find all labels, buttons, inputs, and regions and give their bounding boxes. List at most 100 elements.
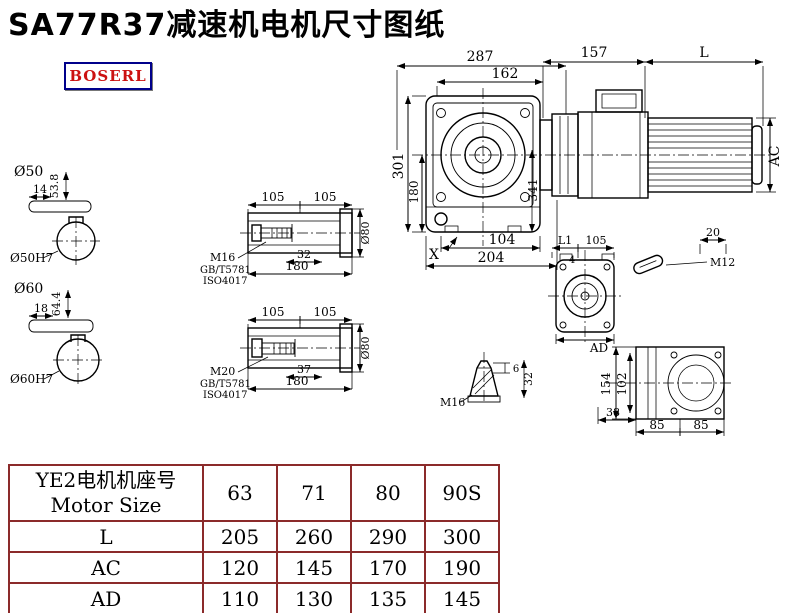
cell-value: 120: [202, 551, 278, 584]
m12-label: M12: [710, 256, 735, 269]
bolt-hole: [436, 108, 446, 118]
bolt-hole: [670, 351, 678, 359]
dim-32-label: 32: [522, 372, 535, 386]
output-bore-circle: [464, 136, 502, 174]
key-inner-line: [639, 260, 657, 268]
bore-circle: [677, 364, 715, 402]
bolt-threads: [273, 343, 292, 354]
bore-leader: [43, 370, 60, 380]
shaft50-bore-label: Ø50H7: [10, 251, 53, 265]
bolt-leader: [237, 241, 267, 259]
shaft-d50-view: Ø50 14 53.8 Ø50H7: [10, 164, 100, 265]
shaft60-bore-label: Ø60H7: [10, 372, 53, 386]
dim-14-label: 14: [33, 183, 47, 196]
boserl-logo: BOSERL: [64, 62, 152, 90]
row-label: L: [8, 520, 204, 553]
cell-value: 190: [424, 551, 500, 584]
frame-size-63: 63: [202, 464, 278, 522]
bolt-shank: [260, 227, 292, 239]
bolt-hole: [436, 192, 446, 202]
breather-plug-view: 6 32 M16: [440, 352, 535, 409]
bolt-hole: [520, 108, 530, 118]
fin-lines: [648, 123, 752, 187]
shaft-d60-view: Ø60 18 64.4 Ø60H7: [10, 281, 103, 386]
dim-180-label: 180: [286, 259, 309, 273]
m16-label: M16: [440, 396, 465, 409]
output-side-view: L1 105 4 AD 20 M12: [548, 226, 735, 355]
dim-85-left-label: 85: [649, 418, 664, 432]
frame-size-90s: 90S: [424, 464, 500, 522]
dim-287-label: 287: [467, 49, 494, 65]
hollow-shaft-m16-view: 105 105 M16 GB/T5781 ISO4017 32 180 Ø80: [200, 190, 372, 287]
bolt-shank: [261, 342, 295, 355]
key-shape: [633, 254, 664, 275]
dim-204-label: 204: [478, 250, 505, 266]
dim-AC-label: AC: [767, 146, 783, 168]
shaft50-label: Ø50: [14, 164, 43, 180]
key-profile: [28, 200, 92, 213]
bolt-leader: [237, 356, 269, 373]
dim-85-right-label: 85: [693, 418, 708, 432]
bore-lines: [248, 335, 340, 361]
cell-value: 145: [424, 582, 500, 613]
dim-6-label: 6: [513, 364, 519, 375]
m12-leader: [665, 261, 708, 266]
key-outline: [633, 254, 664, 275]
bolt-hole: [559, 263, 567, 271]
plug-base: [467, 395, 501, 403]
dim-18-label: 18: [34, 302, 48, 315]
key-profile: [28, 319, 94, 333]
bolt-hole: [714, 351, 722, 359]
dim-AD-label: AD: [589, 341, 608, 355]
dim-157-label: 157: [581, 45, 608, 61]
dim-38-label: 38: [606, 406, 620, 419]
dim-37-label: 37: [297, 363, 311, 376]
bolt-hole: [670, 407, 678, 415]
std-gb-label: GB/T5781: [200, 379, 251, 390]
dim-341-label: 341: [526, 179, 540, 202]
drain-plug-circle: [434, 212, 448, 226]
dim-32-label: 32: [297, 248, 311, 261]
hollow-shaft-m20-view: 105 105 M20 GB/T5781 ISO4017 37 180 Ø80: [200, 305, 372, 401]
inner-lines: [647, 347, 657, 419]
frame-size-71: 71: [276, 464, 352, 522]
cell-value: 145: [276, 551, 352, 584]
bolt-hole: [714, 407, 722, 415]
cell-value: 135: [350, 582, 426, 613]
plug-hatch: [472, 368, 495, 395]
x-label: X: [429, 247, 439, 263]
cell-value: 205: [202, 520, 278, 553]
dim-301-label: 301: [391, 153, 407, 180]
dim-d80-label: Ø80: [359, 336, 372, 359]
table-row-L: L 205 260 290 300: [8, 520, 500, 553]
bolt-hole: [559, 321, 567, 329]
gearbox-top-view: 154 102 38 85 85: [597, 346, 734, 436]
flange-circle-outer: [440, 112, 526, 198]
bore-lines: [248, 220, 340, 246]
mounting-lugs: [559, 253, 615, 260]
dim-105-right-label: 105: [314, 190, 337, 204]
crosshair: [548, 250, 622, 342]
row-label: AD: [8, 582, 204, 613]
shaft50-crosshair: [52, 217, 100, 265]
dim-d80-label: Ø80: [359, 221, 372, 244]
bore-leader: [42, 250, 59, 259]
terminal-box: [595, 89, 643, 113]
dim-53-8-label: 53.8: [48, 174, 61, 199]
dim-104-label: 104: [489, 232, 516, 248]
x-leader-line: [446, 236, 458, 252]
table-row-AD: AD 110 130 135 145: [8, 582, 500, 613]
dim-162-label: 162: [492, 66, 519, 82]
m16-leader: [460, 394, 473, 403]
dim-20-label: 20: [706, 226, 720, 239]
bolt-label: M16: [210, 251, 235, 264]
dim-180-label: 180: [407, 181, 421, 204]
cell-value: 170: [350, 551, 426, 584]
dim-L-label: L: [699, 45, 708, 61]
dim-6-ticks: [493, 362, 510, 374]
cell-value: 290: [350, 520, 426, 553]
row-label: AC: [8, 551, 204, 584]
bolt-hole: [603, 263, 611, 271]
cell-value: 130: [276, 582, 352, 613]
